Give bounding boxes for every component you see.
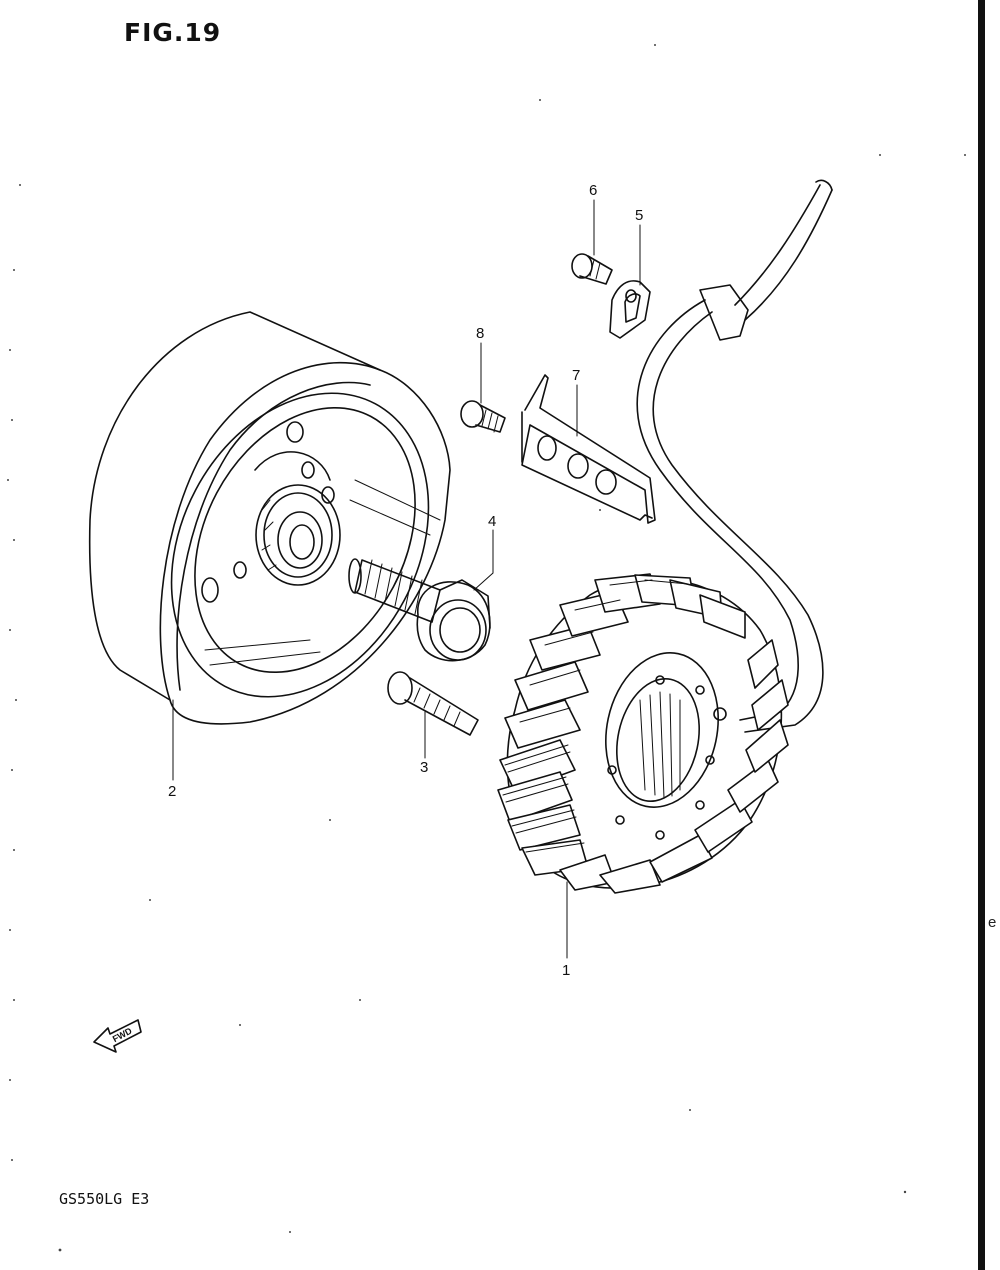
wiring-harness xyxy=(636,179,833,733)
leader-line-4 xyxy=(473,529,494,591)
leader-lines xyxy=(172,199,641,959)
callout-labels: 1 2 3 4 5 6 7 8 xyxy=(168,182,643,979)
callout-7: 7 xyxy=(572,367,580,384)
model-code: GS550LG E3 xyxy=(59,1190,150,1208)
callout-8: 8 xyxy=(476,325,484,342)
lead-wire-bracket xyxy=(521,374,656,524)
stator-screw xyxy=(387,671,479,736)
callout-1: 1 xyxy=(562,962,570,979)
callout-5: 5 xyxy=(635,207,643,224)
stator-assembly xyxy=(497,573,789,894)
callout-2: 2 xyxy=(168,783,176,800)
callout-3: 3 xyxy=(420,759,428,776)
rotor-flywheel xyxy=(88,311,451,725)
edge-text: e xyxy=(988,914,997,931)
forward-direction-arrow: FWD xyxy=(93,1019,142,1053)
clamp-screw xyxy=(571,253,613,285)
bracket-bolt xyxy=(460,400,506,433)
callout-4: 4 xyxy=(488,513,496,530)
rotor-bolt xyxy=(348,558,491,662)
figure-title: FIG.19 xyxy=(124,18,222,47)
wire-clamp xyxy=(609,280,651,339)
page-right-border xyxy=(978,0,985,1270)
scan-speckles xyxy=(7,44,966,1252)
callout-6: 6 xyxy=(589,182,597,199)
